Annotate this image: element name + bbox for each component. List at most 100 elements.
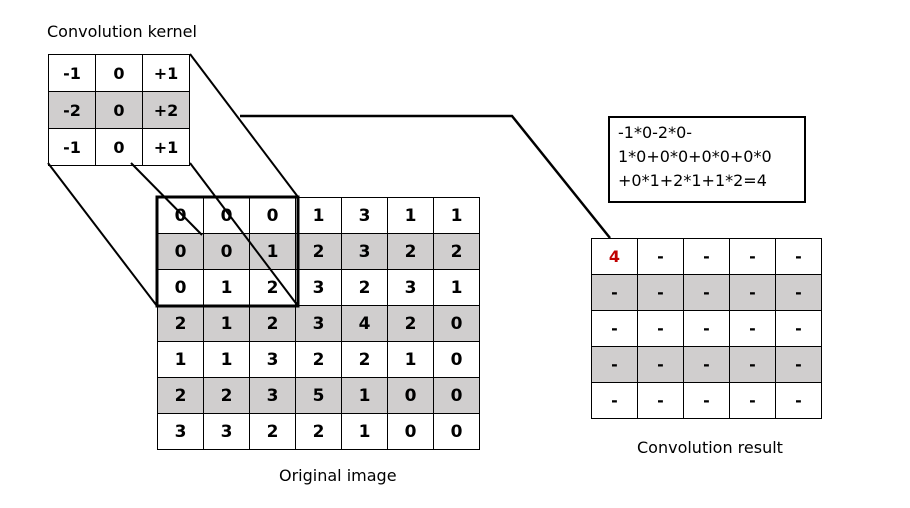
result-cell: 4 [591,238,638,275]
result-cell: - [637,382,684,419]
result-cell: - [637,346,684,383]
image-cell: 2 [295,413,342,450]
kernel-cell: -2 [48,91,96,129]
image-cell: 3 [295,305,342,342]
image-cell: 1 [203,305,250,342]
image-cell: 2 [249,305,296,342]
image-cell: 2 [249,269,296,306]
image-cell: 3 [249,377,296,414]
kernel-cell: 0 [95,128,143,166]
result-row: 4---- [591,238,822,275]
image-cell: 1 [433,269,480,306]
formula-line: -1*0-2*0- [618,123,693,142]
projection-line [47,162,158,307]
result-cell: - [683,238,730,275]
result-cell: - [591,274,638,311]
image-caption: Original image [279,466,397,485]
image-cell: 2 [433,233,480,270]
image-cell: 0 [249,197,296,234]
image-cell: 3 [341,197,388,234]
result-cell: - [637,274,684,311]
image-cell: 1 [249,233,296,270]
image-cell: 3 [387,269,434,306]
result-row: ----- [591,274,822,311]
result-cell: - [591,346,638,383]
result-cell: - [775,382,822,419]
kernel-cell: 0 [95,54,143,92]
image-cell: 1 [387,341,434,378]
image-cell: 2 [341,341,388,378]
image-cell: 0 [203,233,250,270]
image-cell: 1 [157,341,204,378]
image-cell: 5 [295,377,342,414]
result-cell: - [775,310,822,347]
result-cell: - [729,346,776,383]
result-row: ----- [591,382,822,419]
kernel-cell: -1 [48,128,96,166]
image-cell: 3 [341,233,388,270]
image-cell: 2 [157,377,204,414]
image-cell: 2 [295,233,342,270]
image-cell: 0 [157,233,204,270]
formula-box: -1*0-2*0- 1*0+0*0+0*0+0*0 +0*1+2*1+1*2=4 [608,116,806,203]
result-row: ----- [591,310,822,347]
image-cell: 0 [433,377,480,414]
result-cell: - [637,238,684,275]
image-cell: 1 [203,341,250,378]
kernel-cell: +1 [142,54,190,92]
result-cell: - [729,382,776,419]
image-cell: 3 [249,341,296,378]
result-cell: - [637,310,684,347]
result-row: ----- [591,346,822,383]
image-cell: 2 [387,305,434,342]
image-cell: 2 [387,233,434,270]
image-cell: 1 [387,197,434,234]
projection-line [189,53,299,198]
image-cell: 2 [341,269,388,306]
image-cell: 2 [203,377,250,414]
image-cell: 0 [387,413,434,450]
convolution-result-grid: 4------------------------ [591,238,822,419]
result-cell: - [683,274,730,311]
kernel-cell: +2 [142,91,190,129]
image-cell: 2 [157,305,204,342]
kernel-cell: 0 [95,91,143,129]
image-cell: 3 [157,413,204,450]
result-cell: - [775,274,822,311]
image-cell: 2 [249,413,296,450]
result-cell: - [729,310,776,347]
result-cell: - [683,382,730,419]
formula-line: 1*0+0*0+0*0+0*0 [618,147,772,166]
image-cell: 0 [203,197,250,234]
kernel-cell: -1 [48,54,96,92]
result-cell: - [591,382,638,419]
image-cell: 2 [295,341,342,378]
kernel-cell: +1 [142,128,190,166]
image-cell: 1 [433,197,480,234]
result-cell: - [683,346,730,383]
result-cell: - [729,238,776,275]
image-cell: 0 [157,269,204,306]
result-cell: - [683,310,730,347]
image-cell: 1 [203,269,250,306]
image-cell: 4 [341,305,388,342]
result-cell: - [775,346,822,383]
image-cell: 1 [295,197,342,234]
image-cell: 3 [203,413,250,450]
result-caption: Convolution result [637,438,783,457]
image-cell: 0 [433,341,480,378]
image-cell: 0 [433,305,480,342]
image-cell: 0 [387,377,434,414]
result-cell: - [591,310,638,347]
image-cell: 1 [341,377,388,414]
